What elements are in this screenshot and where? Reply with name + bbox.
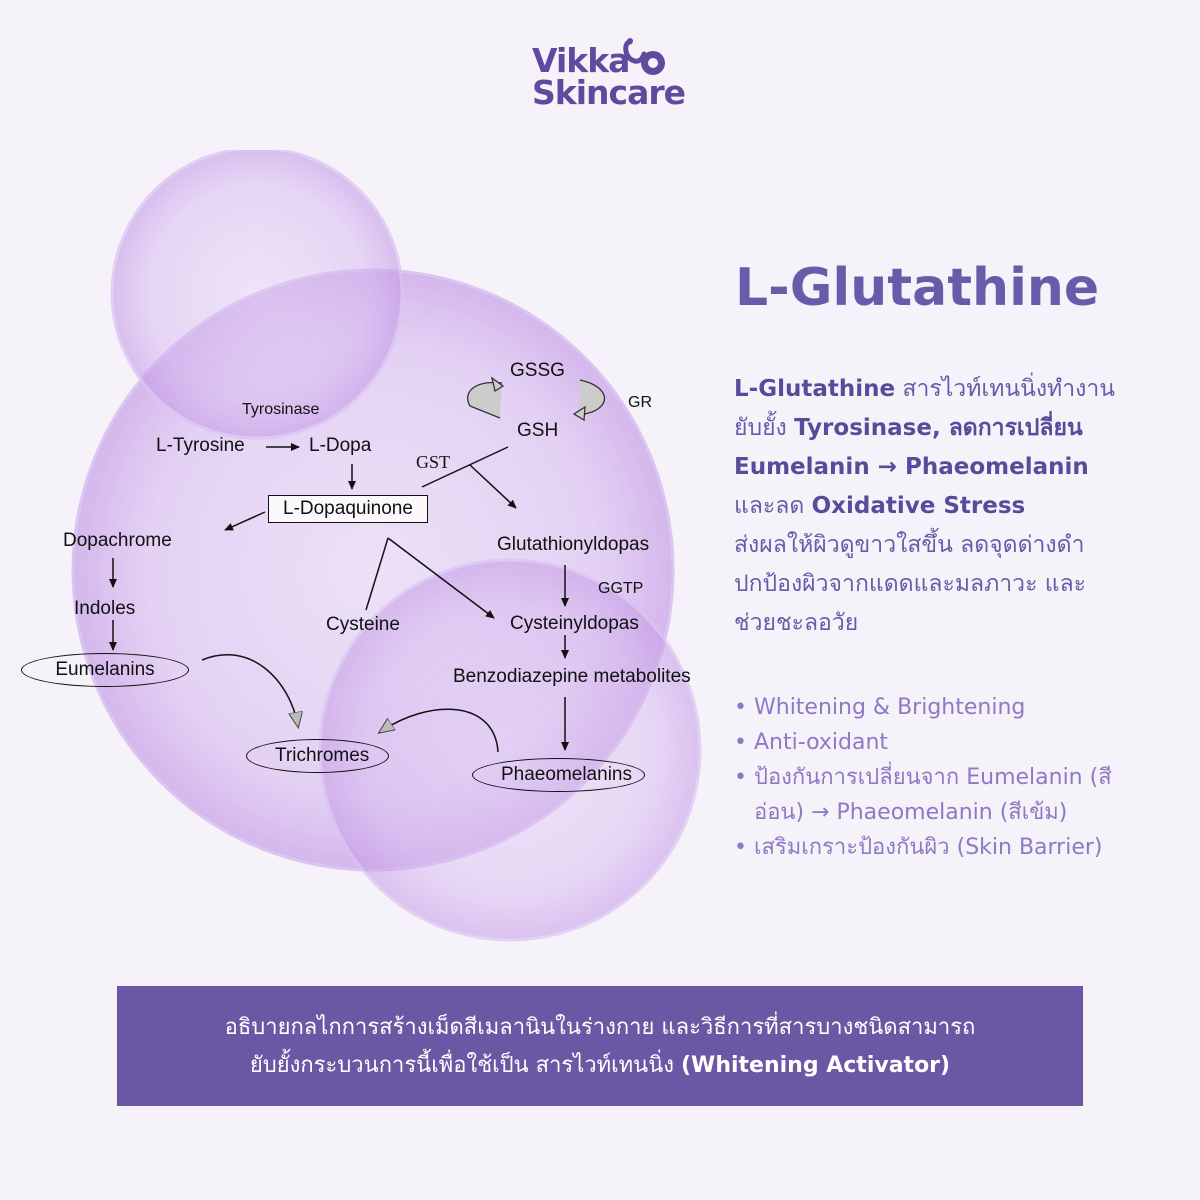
cysteinyldopas-label: Cysteinyldopas bbox=[510, 613, 639, 634]
diagram-background bbox=[71, 150, 702, 942]
brand-name-line1: Vikka bbox=[532, 41, 630, 80]
benefit-item: เสริมเกราะป้องกันผิว (Skin Barrier) bbox=[734, 830, 1154, 865]
indoles-label: Indoles bbox=[74, 598, 136, 619]
brand-logo: Vikka Skincare bbox=[528, 36, 686, 110]
melanin-pathway-diagram: GSSG GR GSH GST Tyrosinase L-Tyrosine L-… bbox=[0, 150, 720, 970]
desc-bold-4: Oxidative Stress bbox=[811, 493, 1026, 519]
desc-line-3: Eumelanin → Phaeomelanin bbox=[734, 448, 1164, 487]
banner-bold-2: (Whitening Activator) bbox=[681, 1053, 951, 1078]
desc-line-4: และลด Oxidative Stress bbox=[734, 487, 1164, 526]
desc-bold-1: L-Glutathine bbox=[734, 376, 896, 402]
phaeomelanins-oval: Phaeomelanins bbox=[472, 758, 645, 792]
desc-line-2: ยับยั้ง Tyrosinase, ลดการเปลี่ยน bbox=[734, 409, 1164, 448]
benzodiazepine-label: Benzodiazepine metabolites bbox=[453, 666, 691, 687]
benefits-list: Whitening & Brightening Anti-oxidant ป้อ… bbox=[734, 690, 1154, 865]
brand-name-line2: Skincare bbox=[532, 73, 686, 112]
page-title: L-Glutathine bbox=[735, 258, 1100, 318]
gst-label: GST bbox=[416, 452, 451, 472]
l-dopaquinone-box: L-Dopaquinone bbox=[268, 495, 428, 523]
trichromes-oval: Trichromes bbox=[246, 739, 389, 773]
ggtp-label: GGTP bbox=[598, 580, 644, 597]
desc-text-4: และลด bbox=[734, 493, 812, 519]
benefit-item: Anti-oxidant bbox=[734, 725, 1154, 760]
gssg-label: GSSG bbox=[510, 360, 565, 381]
desc-line-5: ส่งผลให้ผิวดูขาวใสขึ้น ลดจุดด่างดำ bbox=[734, 532, 1085, 558]
benefit-item: Whitening & Brightening bbox=[734, 690, 1154, 725]
benefit-item: ป้องกันการเปลี่ยนจาก Eumelanin (สีอ่อน) … bbox=[734, 760, 1154, 830]
l-tyrosine-label: L-Tyrosine bbox=[156, 435, 245, 456]
l-dopa-label: L-Dopa bbox=[309, 435, 372, 456]
dopachrome-label: Dopachrome bbox=[63, 530, 172, 551]
desc-text-2: ยับยั้ง bbox=[734, 415, 795, 441]
banner-text-2: ยับยั้งกระบวนการนี้เพื่อใช้เป็น สารไวท์เ… bbox=[249, 1053, 681, 1078]
tyrosinase-label: Tyrosinase bbox=[242, 401, 320, 418]
gr-label: GR bbox=[628, 394, 652, 411]
banner-line-1: อธิบายกลไกการสร้างเม็ดสีเมลานินในร่างกาย… bbox=[224, 1015, 976, 1040]
desc-bold-3: Eumelanin → Phaeomelanin bbox=[734, 454, 1089, 480]
gsh-label: GSH bbox=[517, 420, 559, 441]
desc-line-6: ปกป้องผิวจากแดดและมลภาวะ และ bbox=[734, 571, 1087, 597]
desc-text-1: สารไวท์เทนนิ่งทำงาน bbox=[895, 376, 1115, 402]
stethoscope-heart-icon bbox=[623, 38, 665, 75]
top-bubble bbox=[110, 150, 404, 440]
glutathionyldopas-label: Glutathionyldopas bbox=[497, 534, 650, 555]
desc-line-7: ช่วยชะลอวัย bbox=[734, 610, 859, 636]
bottom-banner: อธิบายกลไกการสร้างเม็ดสีเมลานินในร่างกาย… bbox=[117, 986, 1083, 1106]
desc-bold-2: Tyrosinase, ลดการเปลี่ยน bbox=[794, 415, 1083, 441]
banner-line-2: ยับยั้งกระบวนการนี้เพื่อใช้เป็น สารไวท์เ… bbox=[117, 1047, 1083, 1085]
description: L-Glutathine สารไวท์เทนนิ่งทำงาน ยับยั้ง… bbox=[734, 370, 1164, 643]
cysteine-label: Cysteine bbox=[326, 614, 400, 635]
desc-line-1: L-Glutathine สารไวท์เทนนิ่งทำงาน bbox=[734, 370, 1164, 409]
eumelanins-oval: Eumelanins bbox=[21, 653, 189, 687]
